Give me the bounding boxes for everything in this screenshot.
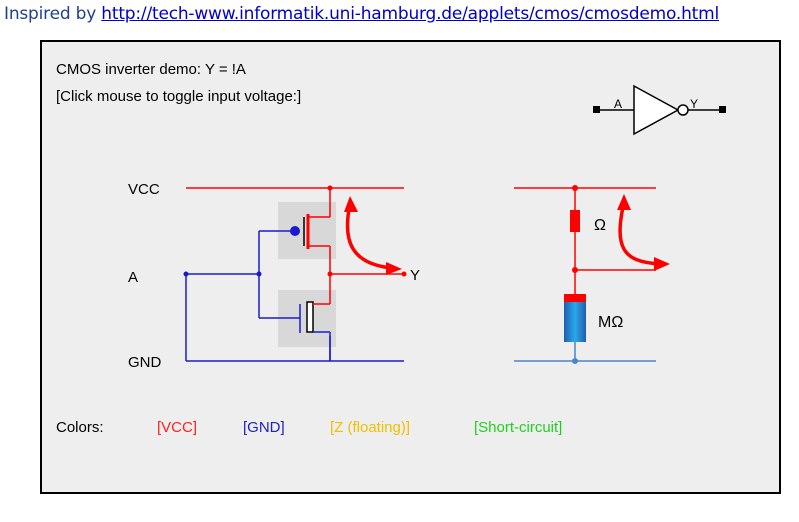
gate-output-terminal [719,106,726,113]
eq-high-resistor-top [564,294,586,302]
cmos-applet[interactable]: CMOS inverter demo: Y = !A [Click mouse … [40,40,781,494]
legend-gnd: [GND] [243,419,285,436]
ohm-label: Ω [594,217,606,234]
input-a-label[interactable]: A [128,269,138,286]
vcc-node [327,185,333,191]
current-arrow-head-right [386,262,402,275]
gate-output-label: Y [690,97,698,111]
vcc-label: VCC [128,181,160,198]
source-credit: Inspired by http://tech-www.informatik.u… [4,4,719,24]
output-junction [327,271,333,277]
source-link[interactable]: http://tech-www.informatik.uni-hamburg.d… [101,4,720,24]
applet-title: CMOS inverter demo: Y = !A [56,61,246,78]
legend-label: Colors: [56,419,104,436]
gate-input-terminal [593,106,600,113]
gnd-label: GND [128,354,162,371]
credit-prefix: Inspired by [4,4,102,24]
legend-vcc: [VCC] [157,419,197,436]
output-y-label: Y [410,267,420,284]
megaohm-label: MΩ [598,314,623,331]
applet-instruction: [Click mouse to toggle input voltage:] [56,88,301,105]
eq-arrow-head-top [617,194,631,210]
pmos-gate-bubble [290,226,300,236]
nmos-source [313,331,331,361]
eq-current-flow-arrow [618,201,661,266]
gate-triangle [633,84,680,136]
eq-high-resistor [564,302,586,342]
eq-low-resistor [570,210,580,232]
legend-floating: [Z (floating)] [330,419,410,436]
output-node [401,271,407,277]
current-arrow-head-top [344,196,358,212]
nmos-channel [306,301,314,333]
eq-arrow-head-right [654,257,670,271]
input-node[interactable] [183,271,189,277]
legend-short-circuit: [Short-circuit] [474,419,562,436]
input-junction [256,271,262,277]
current-flow-arrow [345,203,393,270]
inverter-gate-symbol: A Y [593,84,726,136]
gate-input-label: A [614,97,622,111]
applet-canvas[interactable]: CMOS inverter demo: Y = !A [Click mouse … [42,42,779,492]
gate-bubble [677,104,689,116]
eq-gnd-node [572,358,578,364]
